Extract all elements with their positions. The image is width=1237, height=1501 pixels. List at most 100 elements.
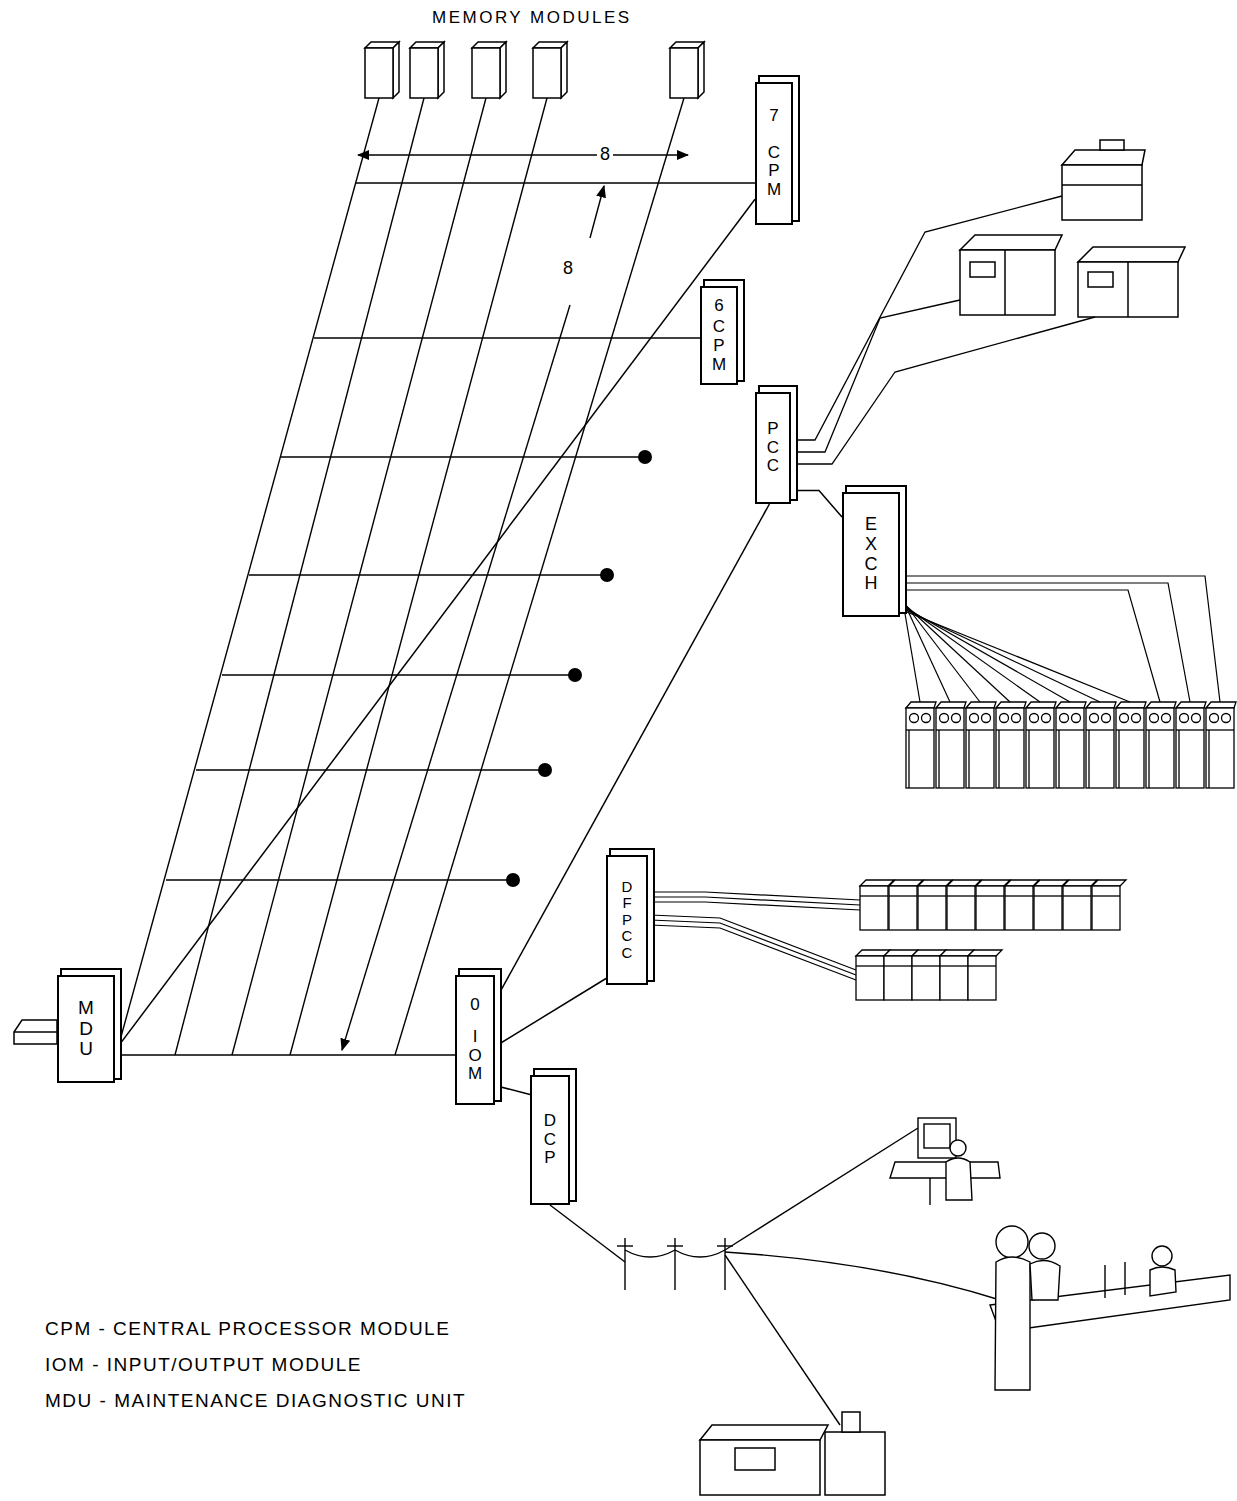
peripheral-unit-figure xyxy=(1078,262,1178,317)
empty-port-dot xyxy=(600,568,614,582)
bus-connector xyxy=(495,1086,530,1095)
bus-connector xyxy=(115,1054,455,1056)
printer-figure xyxy=(1062,165,1142,220)
legend-key: CPM - CENTRAL PROCESSOR MODULE xyxy=(45,1318,450,1340)
printer-figure xyxy=(1062,184,1142,186)
terminal-figure xyxy=(946,1158,972,1200)
counter-people-figure xyxy=(1030,1260,1060,1300)
data-communications-processor: DCP xyxy=(530,1075,570,1205)
memory-module xyxy=(472,42,506,98)
card-reader-figure xyxy=(700,1425,828,1440)
tape-drive-figure xyxy=(1146,702,1176,788)
counter-people-figure xyxy=(1150,1267,1176,1296)
module-label: CPM xyxy=(766,144,783,200)
tape-drive-figure xyxy=(936,702,966,788)
module-label: 7 xyxy=(766,107,783,126)
terminal-figure xyxy=(929,1178,930,1205)
telephone-line xyxy=(550,1128,1000,1425)
peripheral-unit-figure xyxy=(1004,250,1006,315)
telephone-line xyxy=(725,1255,840,1425)
tape-drive-figure xyxy=(966,702,996,788)
memory-bus xyxy=(222,674,570,675)
telephone-line xyxy=(725,1128,918,1250)
dimension-arrow xyxy=(590,186,604,238)
counter-people-figure xyxy=(1029,1233,1055,1259)
printer-figure xyxy=(1062,140,1145,220)
dimension-arrow xyxy=(342,155,688,1050)
peripheral-cable xyxy=(791,196,1062,440)
terminal-figure xyxy=(890,1118,1000,1205)
tape-drive-figure xyxy=(1056,702,1086,788)
memory-bus xyxy=(232,98,486,1055)
peripheral-cable xyxy=(791,317,1095,464)
tape-drive-figure xyxy=(1086,702,1116,788)
module-label: IOM xyxy=(467,1028,484,1084)
peripheral-control-cabinet: PCC xyxy=(755,392,791,504)
disk-cable xyxy=(650,902,860,910)
counter-people-figure xyxy=(1104,1265,1105,1298)
dimension-arrow xyxy=(358,154,688,155)
memory-bus xyxy=(314,337,700,338)
disk-cable xyxy=(650,920,856,975)
peripheral-unit-figure xyxy=(1088,272,1113,287)
disk-cable xyxy=(650,925,856,980)
disk-cable xyxy=(650,915,856,970)
exchange-unit: EXCH xyxy=(842,492,900,617)
console-tray xyxy=(14,1020,57,1044)
tape-drive-figure xyxy=(906,702,936,788)
peripheral-unit-figure xyxy=(1078,247,1185,262)
tape-drive-figure xyxy=(906,702,1236,788)
disk-cable xyxy=(650,892,860,900)
printer-figure xyxy=(1062,150,1145,165)
peripheral-cable xyxy=(791,300,960,452)
memory-bus xyxy=(166,879,508,880)
dimension-arrow xyxy=(342,305,570,1050)
terminal-figure xyxy=(950,1140,966,1156)
module-label: EXCH xyxy=(862,515,880,594)
input-output-module: 0IOM xyxy=(455,975,495,1105)
card-reader-figure xyxy=(700,1440,820,1495)
printer-figure xyxy=(1100,140,1124,150)
peripheral-unit-figure xyxy=(1127,262,1129,317)
memory-bus xyxy=(290,98,547,1055)
maintenance-diagnostic-unit: MDU xyxy=(57,975,115,1083)
dimension-number: 8 xyxy=(597,144,613,165)
card-reader-figure xyxy=(735,1448,775,1470)
empty-port-dot xyxy=(506,450,652,887)
peripheral-unit-figure xyxy=(960,235,1062,250)
memory-module xyxy=(410,42,444,98)
legend-key: MDU - MAINTENANCE DIAGNOSTIC UNIT xyxy=(45,1390,466,1412)
console-tray xyxy=(14,1020,57,1044)
empty-port-dot xyxy=(506,873,520,887)
empty-port-dot xyxy=(638,450,652,464)
tape-drive-figure xyxy=(1116,702,1146,788)
tape-cable xyxy=(902,576,1220,702)
bus-connector xyxy=(495,504,769,1001)
module-label: MDU xyxy=(77,998,96,1061)
empty-port-dot xyxy=(538,763,552,777)
module-label: DCP xyxy=(542,1112,559,1168)
module-label: 6 xyxy=(711,297,728,316)
counter-people-figure xyxy=(996,1226,1028,1258)
disk-cable xyxy=(650,892,860,980)
module-label: DFPCC xyxy=(620,879,635,962)
terminal-figure xyxy=(890,1162,1000,1178)
tape-drive-figure xyxy=(1206,702,1236,788)
memory-bus xyxy=(249,574,602,575)
console-tray xyxy=(14,1031,57,1033)
tape-drive-figure xyxy=(996,702,1026,788)
memory-bus xyxy=(281,456,640,457)
tape-cable xyxy=(902,583,1190,702)
card-reader-figure xyxy=(700,1412,885,1495)
disk-file-control: DFPCC xyxy=(606,855,648,985)
disk-cable xyxy=(650,897,860,905)
peripheral-unit-figure xyxy=(960,250,1055,315)
processor-module: 7CPM xyxy=(755,82,793,225)
bus-connector xyxy=(115,199,755,1050)
peripheral-unit-figure xyxy=(960,235,1185,317)
memory-module xyxy=(365,42,704,98)
telephone-line xyxy=(667,1245,683,1246)
peripheral-cable xyxy=(791,196,1095,464)
